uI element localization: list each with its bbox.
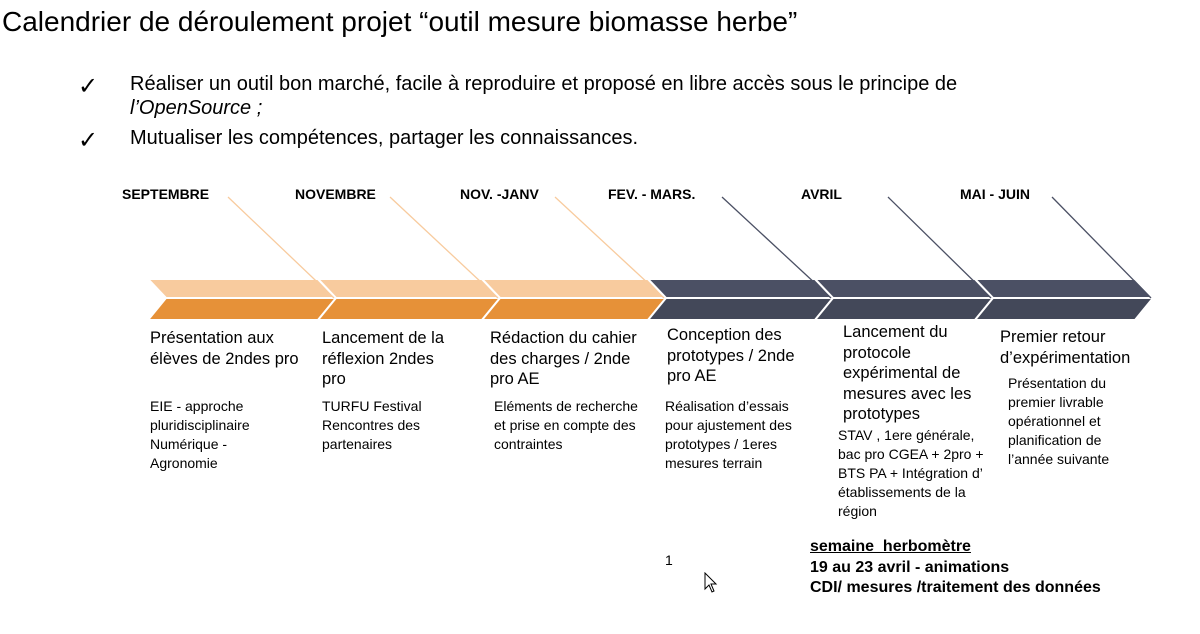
month-label: NOV. -JANV xyxy=(460,186,539,202)
check-icon: ✓ xyxy=(78,73,99,100)
month-label: NOVEMBRE xyxy=(295,186,376,202)
chevron-bottom-segment xyxy=(315,297,503,321)
month-label: SEPTEMBRE xyxy=(122,186,210,202)
month-label: FEV. - MARS. xyxy=(608,186,696,202)
callout-line xyxy=(389,196,499,299)
phase-title: Rédaction du cahier des charges / 2nde p… xyxy=(490,329,637,388)
phase-details: STAV , 1ere générale, bac pro CGEA + 2pr… xyxy=(838,427,984,519)
mouse-cursor-icon xyxy=(704,572,718,593)
chevron-top-segment xyxy=(645,278,836,299)
chevron-bottom-segment xyxy=(972,297,1156,321)
callout-line xyxy=(227,196,335,299)
chevron-top-segment xyxy=(479,278,669,299)
phase-details: Réalisation d’essais pour ajustement des… xyxy=(665,398,792,471)
bullet-text: Réaliser un outil bon marché, facile à r… xyxy=(130,73,958,95)
chevron-bottom-segment xyxy=(645,297,836,321)
bullet-item: ✓ Réaliser un outil bon marché, facile à… xyxy=(78,72,1188,122)
month-label: AVRIL xyxy=(801,186,842,202)
callout-line xyxy=(721,196,832,299)
month-label: MAI - JUIN xyxy=(960,186,1030,202)
callout-line xyxy=(1051,196,1152,299)
herbometre-dates: 19 au 23 avril - animations xyxy=(810,558,1010,576)
phase-title: Conception des prototypes / 2nde pro AE xyxy=(667,326,795,385)
herbometre-activities: CDI/ mesures /traitement des données xyxy=(810,579,1101,596)
phase-details: TURFU Festival Rencontres des partenaire… xyxy=(322,398,422,452)
chevron-top-segment xyxy=(972,278,1156,299)
chevron-top-segment xyxy=(315,278,503,299)
phase-details: EIE - approche pluridisciplinaire Numéri… xyxy=(150,398,250,471)
chevron-bottom-segment xyxy=(812,297,996,321)
herbometre-note: semaine herbomètre 19 au 23 avril - anim… xyxy=(810,537,1110,599)
bullet-item: ✓ Mutualiser les compétences, partager l… xyxy=(78,126,1188,154)
callout-line xyxy=(887,196,992,299)
chevron-bottom-segment xyxy=(145,297,339,321)
callout-line xyxy=(554,196,665,299)
phase-title: Présentation aux élèves de 2ndes pro xyxy=(150,329,299,368)
page-number: 1 xyxy=(665,552,673,568)
phase-details: Eléments de recherche et prise en compte… xyxy=(494,398,638,452)
check-icon: ✓ xyxy=(78,127,99,154)
slide-title: Calendrier de déroulement projet “outil … xyxy=(2,6,798,37)
chevron-top-segment xyxy=(812,278,996,299)
bullet-text: Mutualiser les compétences, partager les… xyxy=(130,127,639,149)
bullet-text-italic: l’OpenSource ; xyxy=(130,97,263,119)
phase-title: Premier retour d’expérimentation xyxy=(1000,328,1131,367)
chevron-top-segment xyxy=(145,278,339,299)
phase-details: Présentation du premier livrable opérati… xyxy=(1008,375,1110,467)
herbometre-heading: semaine herbomètre xyxy=(810,538,971,555)
chevron-bottom-segment xyxy=(479,297,669,321)
phase-title: Lancement du protocole expérimental de m… xyxy=(843,323,972,423)
phase-title: Lancement de la réflexion 2ndes pro xyxy=(322,329,445,388)
